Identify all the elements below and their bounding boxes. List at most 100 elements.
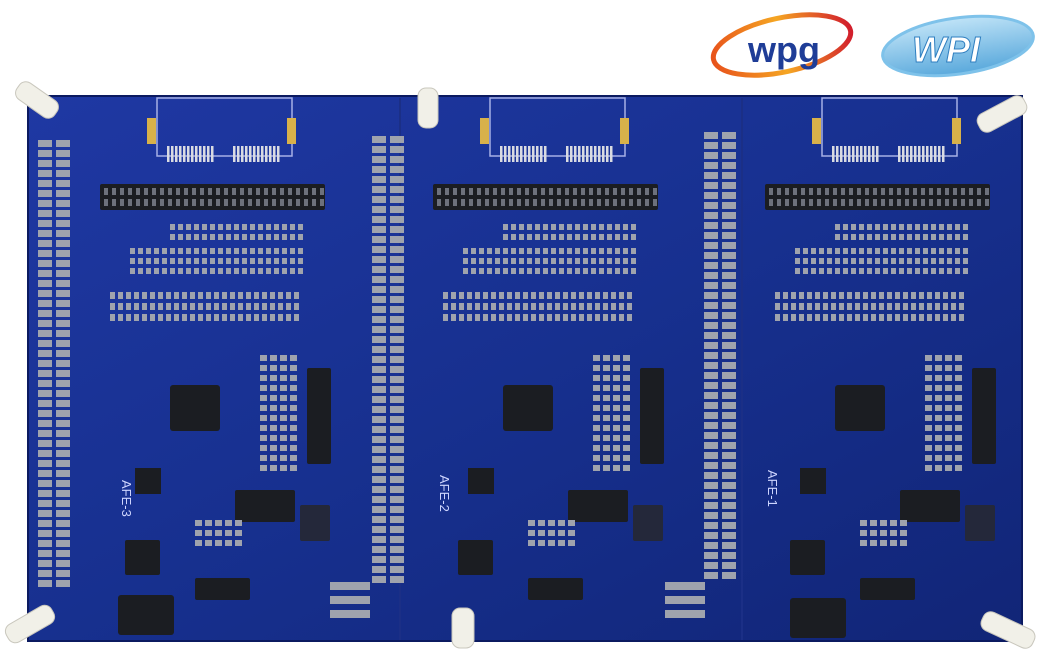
passive-array [198, 292, 203, 299]
passive-array [575, 248, 580, 254]
passive-array [260, 415, 267, 421]
connector-pin [840, 146, 843, 162]
small-header [860, 578, 915, 600]
passive-array [266, 258, 271, 264]
pad-column [390, 166, 404, 173]
passive-array [280, 405, 287, 411]
header-pin [785, 199, 789, 206]
passive-array [250, 234, 255, 240]
sot-chip [800, 468, 826, 494]
connector-pin [512, 146, 515, 162]
header-pin [645, 188, 649, 195]
pad-column [56, 170, 70, 177]
header-pin [961, 199, 965, 206]
passive-array [280, 445, 287, 451]
passive-array [607, 248, 612, 254]
passive-array [258, 234, 263, 240]
connector-pin [934, 146, 937, 162]
passive-array [839, 292, 844, 299]
passive-array [623, 268, 628, 274]
header-pin [777, 188, 781, 195]
passive-array [607, 224, 612, 230]
passive-array [483, 303, 488, 310]
passive-array [235, 520, 242, 526]
connector-pin [508, 146, 511, 162]
passive-array [150, 292, 155, 299]
pad-column [390, 526, 404, 533]
passive-array [174, 292, 179, 299]
passive-array [919, 292, 924, 299]
passive-array [851, 248, 856, 254]
chevron-pad [330, 596, 370, 604]
passive-array [246, 314, 251, 321]
passive-array [887, 292, 892, 299]
header-pin [525, 199, 529, 206]
passive-array [290, 355, 297, 361]
pad-column [390, 206, 404, 213]
header-pin [216, 188, 220, 195]
passive-array [923, 234, 928, 240]
passive-array [547, 303, 552, 310]
passive-array [286, 314, 291, 321]
passive-array [551, 234, 556, 240]
passive-array [230, 292, 235, 299]
pad-column [704, 192, 718, 199]
passive-array [860, 540, 867, 546]
passive-array [945, 355, 952, 361]
passive-array [535, 234, 540, 240]
passive-array [270, 425, 277, 431]
header-pin [985, 188, 989, 195]
header-pin [653, 188, 657, 195]
pad-column [390, 376, 404, 383]
passive-array [258, 248, 263, 254]
header-pin [653, 199, 657, 206]
pad-column [722, 422, 736, 429]
passive-array [158, 314, 163, 321]
pin-header [433, 184, 658, 210]
passive-array [615, 248, 620, 254]
passive-array [819, 268, 824, 274]
sot-chip [135, 468, 161, 494]
pad-column [372, 326, 386, 333]
passive-array [775, 314, 780, 321]
passive-array [290, 465, 297, 471]
passive-array [611, 303, 616, 310]
pad-column [56, 460, 70, 467]
passive-array [290, 234, 295, 240]
passive-array [491, 303, 496, 310]
sot-chip [468, 468, 494, 494]
passive-array [463, 248, 468, 254]
passive-array [270, 355, 277, 361]
small-header [195, 578, 250, 600]
passive-array [487, 258, 492, 264]
header-pin [897, 188, 901, 195]
passive-array [959, 292, 964, 299]
pad-column [704, 462, 718, 469]
connector-pin [277, 146, 280, 162]
passive-array [205, 520, 212, 526]
passive-array [819, 258, 824, 264]
pad-column [704, 502, 718, 509]
header-pin [232, 199, 236, 206]
passive-array [863, 292, 868, 299]
pad-column [38, 230, 52, 237]
passive-array [925, 365, 932, 371]
passive-array [631, 258, 636, 264]
passive-array [879, 292, 884, 299]
passive-array [563, 314, 568, 321]
header-pin [581, 199, 585, 206]
pad-column [372, 266, 386, 273]
passive-array [619, 292, 624, 299]
passive-array [903, 303, 908, 310]
passive-array [278, 314, 283, 321]
passive-array [519, 248, 524, 254]
header-pin [769, 188, 773, 195]
passive-array [515, 314, 520, 321]
passive-array [623, 385, 630, 391]
passive-array [599, 268, 604, 274]
passive-array [945, 465, 952, 471]
connector-pin [852, 146, 855, 162]
pad-column [390, 306, 404, 313]
header-pin [605, 188, 609, 195]
connector-pin [914, 146, 917, 162]
